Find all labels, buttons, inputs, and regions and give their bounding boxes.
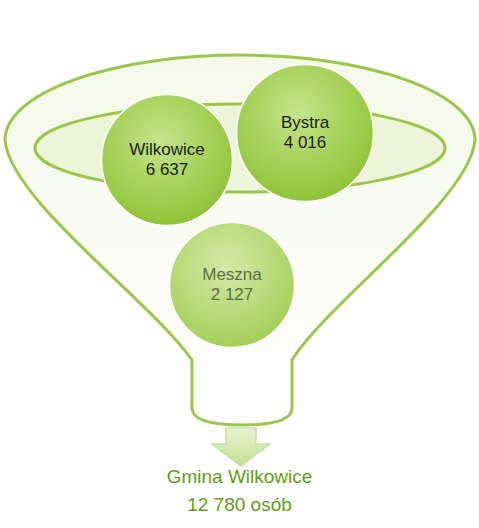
down-arrow — [212, 428, 270, 466]
population-number: 4 016 — [284, 133, 327, 153]
place-name: Meszna — [202, 265, 262, 285]
circle-node: Wilkowice6 637 — [100, 93, 234, 227]
place-name: Wilkowice — [129, 140, 205, 160]
funnel-body — [5, 55, 475, 425]
circle-content: Meszna2 127 — [168, 221, 296, 349]
total-label: Gmina Wilkowice — [0, 466, 479, 488]
population-number: 2 127 — [211, 285, 254, 305]
circle-content: Bystra4 016 — [235, 63, 375, 203]
place-name: Bystra — [281, 113, 329, 133]
population-number: 6 637 — [146, 160, 189, 180]
circle-content: Wilkowice6 637 — [100, 93, 234, 227]
circle-node: Meszna2 127 — [168, 221, 296, 349]
circle-node: Bystra4 016 — [235, 63, 375, 203]
total-value: 12 780 osób — [0, 494, 479, 516]
